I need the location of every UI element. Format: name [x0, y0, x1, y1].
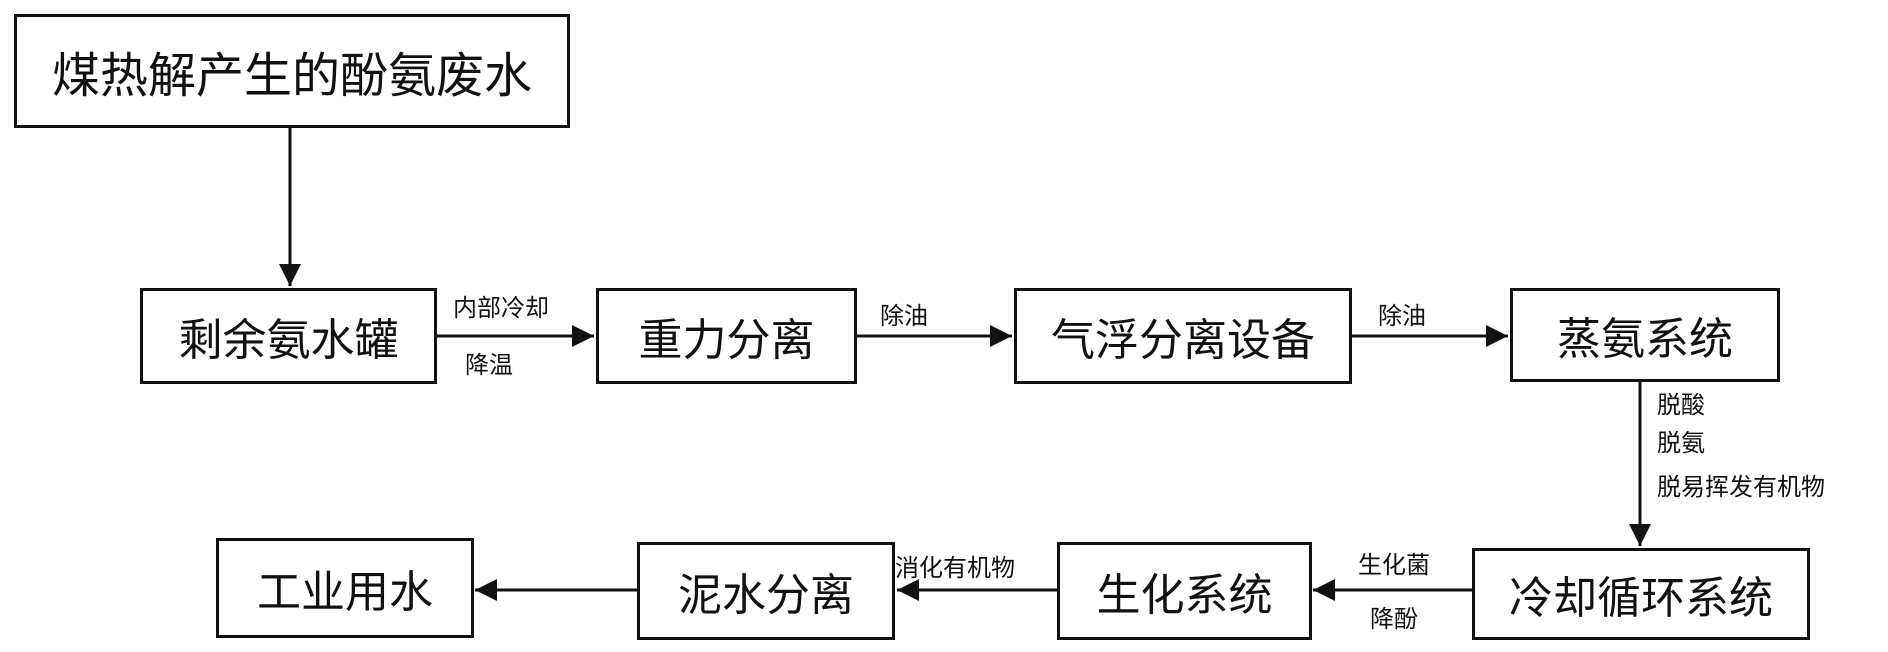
- label-stripping-to-cooling-2: 脱氨: [1657, 429, 1705, 457]
- node-sludge-water-separation: 泥水分离: [637, 542, 895, 640]
- label-bio-to-sludge: 消化有机物: [895, 554, 1015, 582]
- label-cooling-to-bio-top: 生化菌: [1358, 551, 1430, 579]
- node-gravity-separation: 重力分离: [596, 288, 857, 384]
- label-tank-to-gravity-top: 内部冷却: [453, 294, 549, 322]
- node-air-flotation-equipment: 气浮分离设备: [1014, 288, 1352, 384]
- node-cooling-circulation-system: 冷却循环系统: [1472, 548, 1810, 640]
- label-flotation-to-stripping: 除油: [1378, 302, 1426, 330]
- node-biochemical-system: 生化系统: [1057, 542, 1312, 640]
- label-gravity-to-flotation: 除油: [880, 302, 928, 330]
- label-stripping-to-cooling-1: 脱酸: [1657, 391, 1705, 419]
- label-cooling-to-bio-bottom: 降酚: [1370, 605, 1418, 633]
- node-industrial-water: 工业用水: [216, 538, 474, 638]
- node-residual-ammonia-tank: 剩余氨水罐: [140, 288, 437, 384]
- node-ammonia-stripping-system: 蒸氨系统: [1510, 288, 1780, 382]
- label-tank-to-gravity-bottom: 降温: [465, 351, 513, 379]
- node-source-wastewater: 煤热解产生的酚氨废水: [14, 14, 570, 128]
- label-stripping-to-cooling-3: 脱易挥发有机物: [1657, 473, 1825, 501]
